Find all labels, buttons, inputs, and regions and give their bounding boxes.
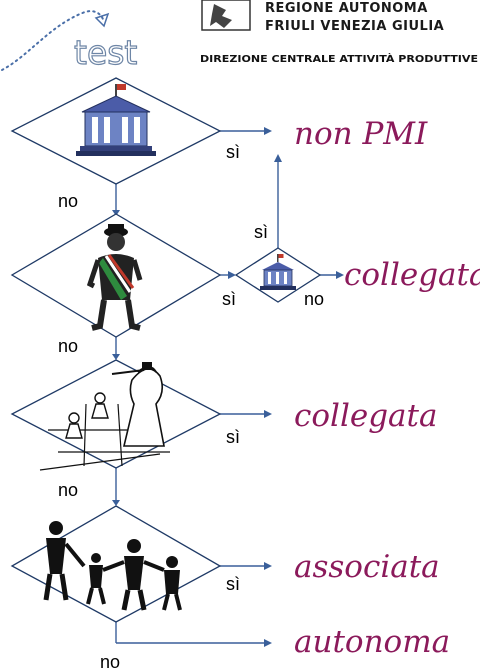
yes-label: sì — [226, 427, 240, 447]
no-label: no — [58, 191, 78, 211]
region-name-line1: REGIONE AUTONOMA — [265, 1, 428, 16]
outcome-non-pmi: non PMI — [294, 116, 428, 152]
government-building-icon — [76, 84, 156, 156]
dotted-curve-arrow — [94, 12, 110, 28]
no-label: no — [304, 289, 324, 309]
mayor-figure-icon — [86, 224, 143, 331]
yes-label: sì — [222, 289, 236, 309]
directorate-name: DIREZIONE CENTRALE ATTIVITÀ PRODUTTIVE — [200, 52, 478, 65]
dotted-curve — [1, 10, 105, 71]
no-label: no — [58, 336, 78, 356]
connector-lines — [112, 127, 344, 647]
government-building-small-icon — [260, 254, 296, 290]
yes-label: sì — [254, 222, 268, 242]
outcome-autonoma: autonoma — [294, 624, 450, 660]
decision-diamond-3 — [10, 359, 222, 469]
region-logo-icon — [201, 0, 251, 31]
outcome-collegata-small: collegata — [344, 257, 480, 293]
family-icon — [43, 521, 182, 611]
region-name-line2: FRIULI VENEZIA GIULIA — [265, 19, 444, 34]
yes-label: sì — [226, 142, 240, 162]
outcome-associata: associata — [294, 549, 440, 585]
test-label: test — [74, 33, 137, 72]
chess-pieces-icon — [39, 362, 170, 471]
yes-label: sì — [226, 574, 240, 594]
no-label: no — [58, 480, 78, 500]
no-label: no — [100, 652, 120, 671]
outcome-collegata: collegata — [294, 398, 437, 434]
